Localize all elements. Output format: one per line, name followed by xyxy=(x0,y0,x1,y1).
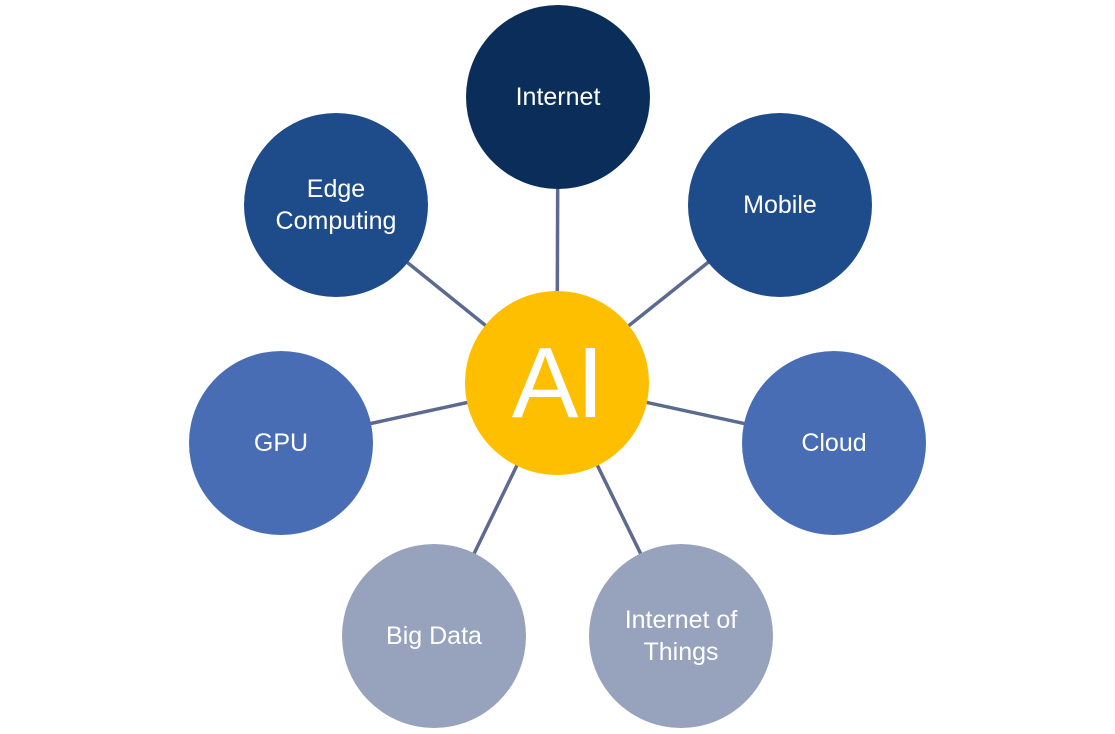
node-label: Internet xyxy=(515,83,601,111)
node-cloud: Cloud xyxy=(742,351,926,535)
node-edge-computing: Edge Computing xyxy=(244,113,428,297)
node-big-data: Big Data xyxy=(342,544,526,728)
node-label: Mobile xyxy=(743,191,817,219)
node-gpu: GPU xyxy=(189,351,373,535)
node-internet: Internet xyxy=(466,5,650,189)
node-label: Cloud xyxy=(801,429,867,457)
center-node-ai: AI xyxy=(465,291,649,475)
node-internet-of-things: Internet of Things xyxy=(589,544,773,728)
node-label: Big Data xyxy=(386,622,482,650)
node-label: GPU xyxy=(253,429,309,457)
center-label: AI xyxy=(511,327,604,439)
node-label: Edge Computing xyxy=(275,175,397,235)
node-label: Internet of Things xyxy=(624,606,738,666)
node-mobile: Mobile xyxy=(688,113,872,297)
